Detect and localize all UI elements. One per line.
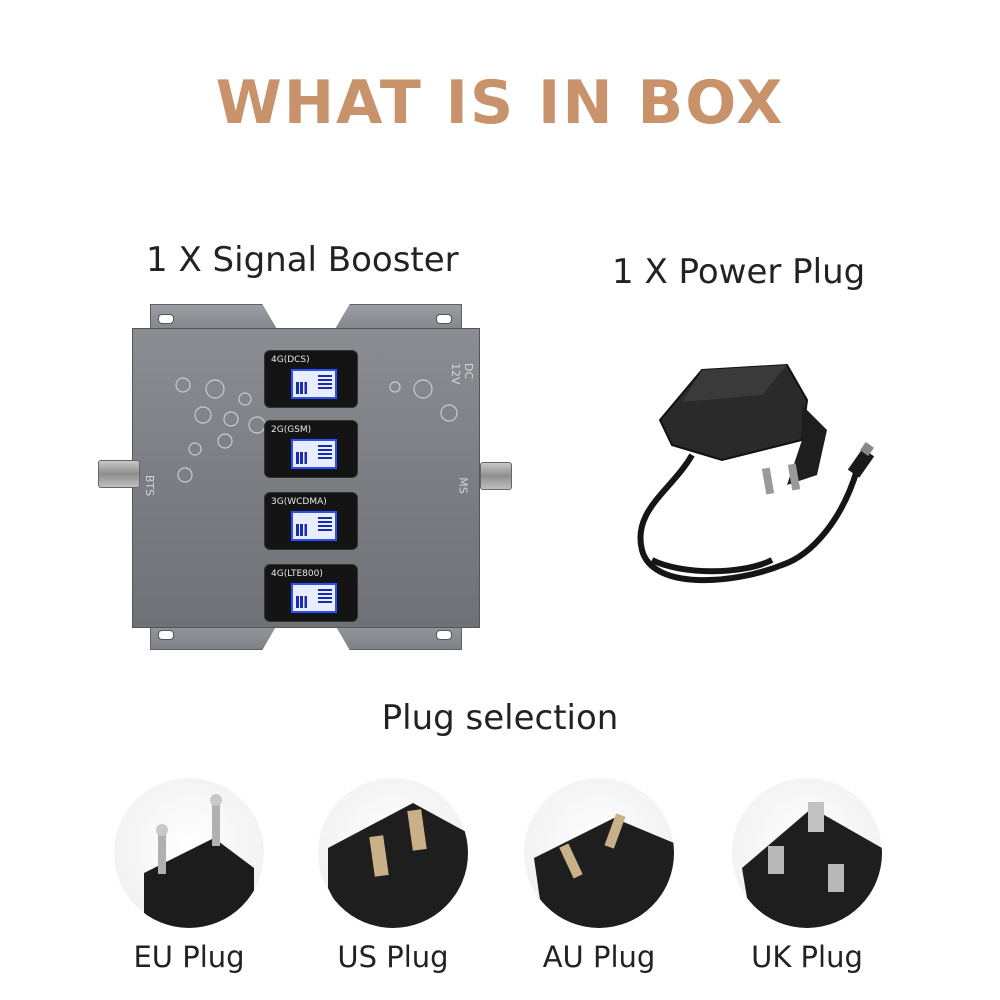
au-plug-icon [534,813,674,928]
power-plug-caption: 1 X Power Plug [612,252,866,292]
power-adapter-icon [637,363,875,584]
lcd-display [291,369,337,399]
plug-label: UK Plug [751,940,863,974]
signal-booster-caption: 1 X Signal Booster [146,240,459,280]
plug-photo [732,778,882,928]
plug-photo [524,778,674,928]
plug-label: AU Plug [542,940,656,974]
power-label: DC 12V [449,363,475,385]
uk-plug-icon [742,802,882,928]
eu-plug-icon [144,794,254,928]
plug-label: EU Plug [133,940,245,974]
band-label: 2G(GSM) [271,425,312,435]
band-label: 3G(WCDMA) [271,497,327,507]
lcd-display [291,583,337,613]
plug-label: US Plug [337,940,449,974]
us-plug-icon [328,803,468,928]
plug-option-us: US Plug [308,778,478,978]
bts-connector [98,460,140,488]
plug-option-uk: UK Plug [722,778,892,978]
plug-photo [114,778,264,928]
mount-hole [158,314,174,324]
band-label: 4G(DCS) [271,355,310,365]
band-label: 4G(LTE800) [271,569,323,579]
band-panel-gsm: 2G(GSM) [264,420,358,478]
plug-selection-heading: Plug selection [381,698,619,738]
band-panel-lte800: 4G(LTE800) [264,564,358,622]
plug-option-au: AU Plug [514,778,684,978]
band-panel-wcdma: 3G(WCDMA) [264,492,358,550]
mount-hole [436,314,452,324]
mount-hole [158,630,174,640]
flower-decoration-icon [175,377,458,483]
band-panel-dcs: 4G(DCS) [264,350,358,408]
page-title: WHAT IS IN BOX [215,68,785,138]
mount-hole [436,630,452,640]
plug-option-eu: EU Plug [104,778,274,978]
plug-photo [318,778,468,928]
ms-port-label: MS [456,477,470,494]
bts-port-label: BTS [143,474,157,497]
signal-booster-image: DC 12V BTS MS 4G(DCS) 2G(GSM) 3G(WCDMA) … [96,300,536,660]
lcd-display [291,511,337,541]
lcd-display [291,439,337,469]
ms-connector [480,462,512,490]
